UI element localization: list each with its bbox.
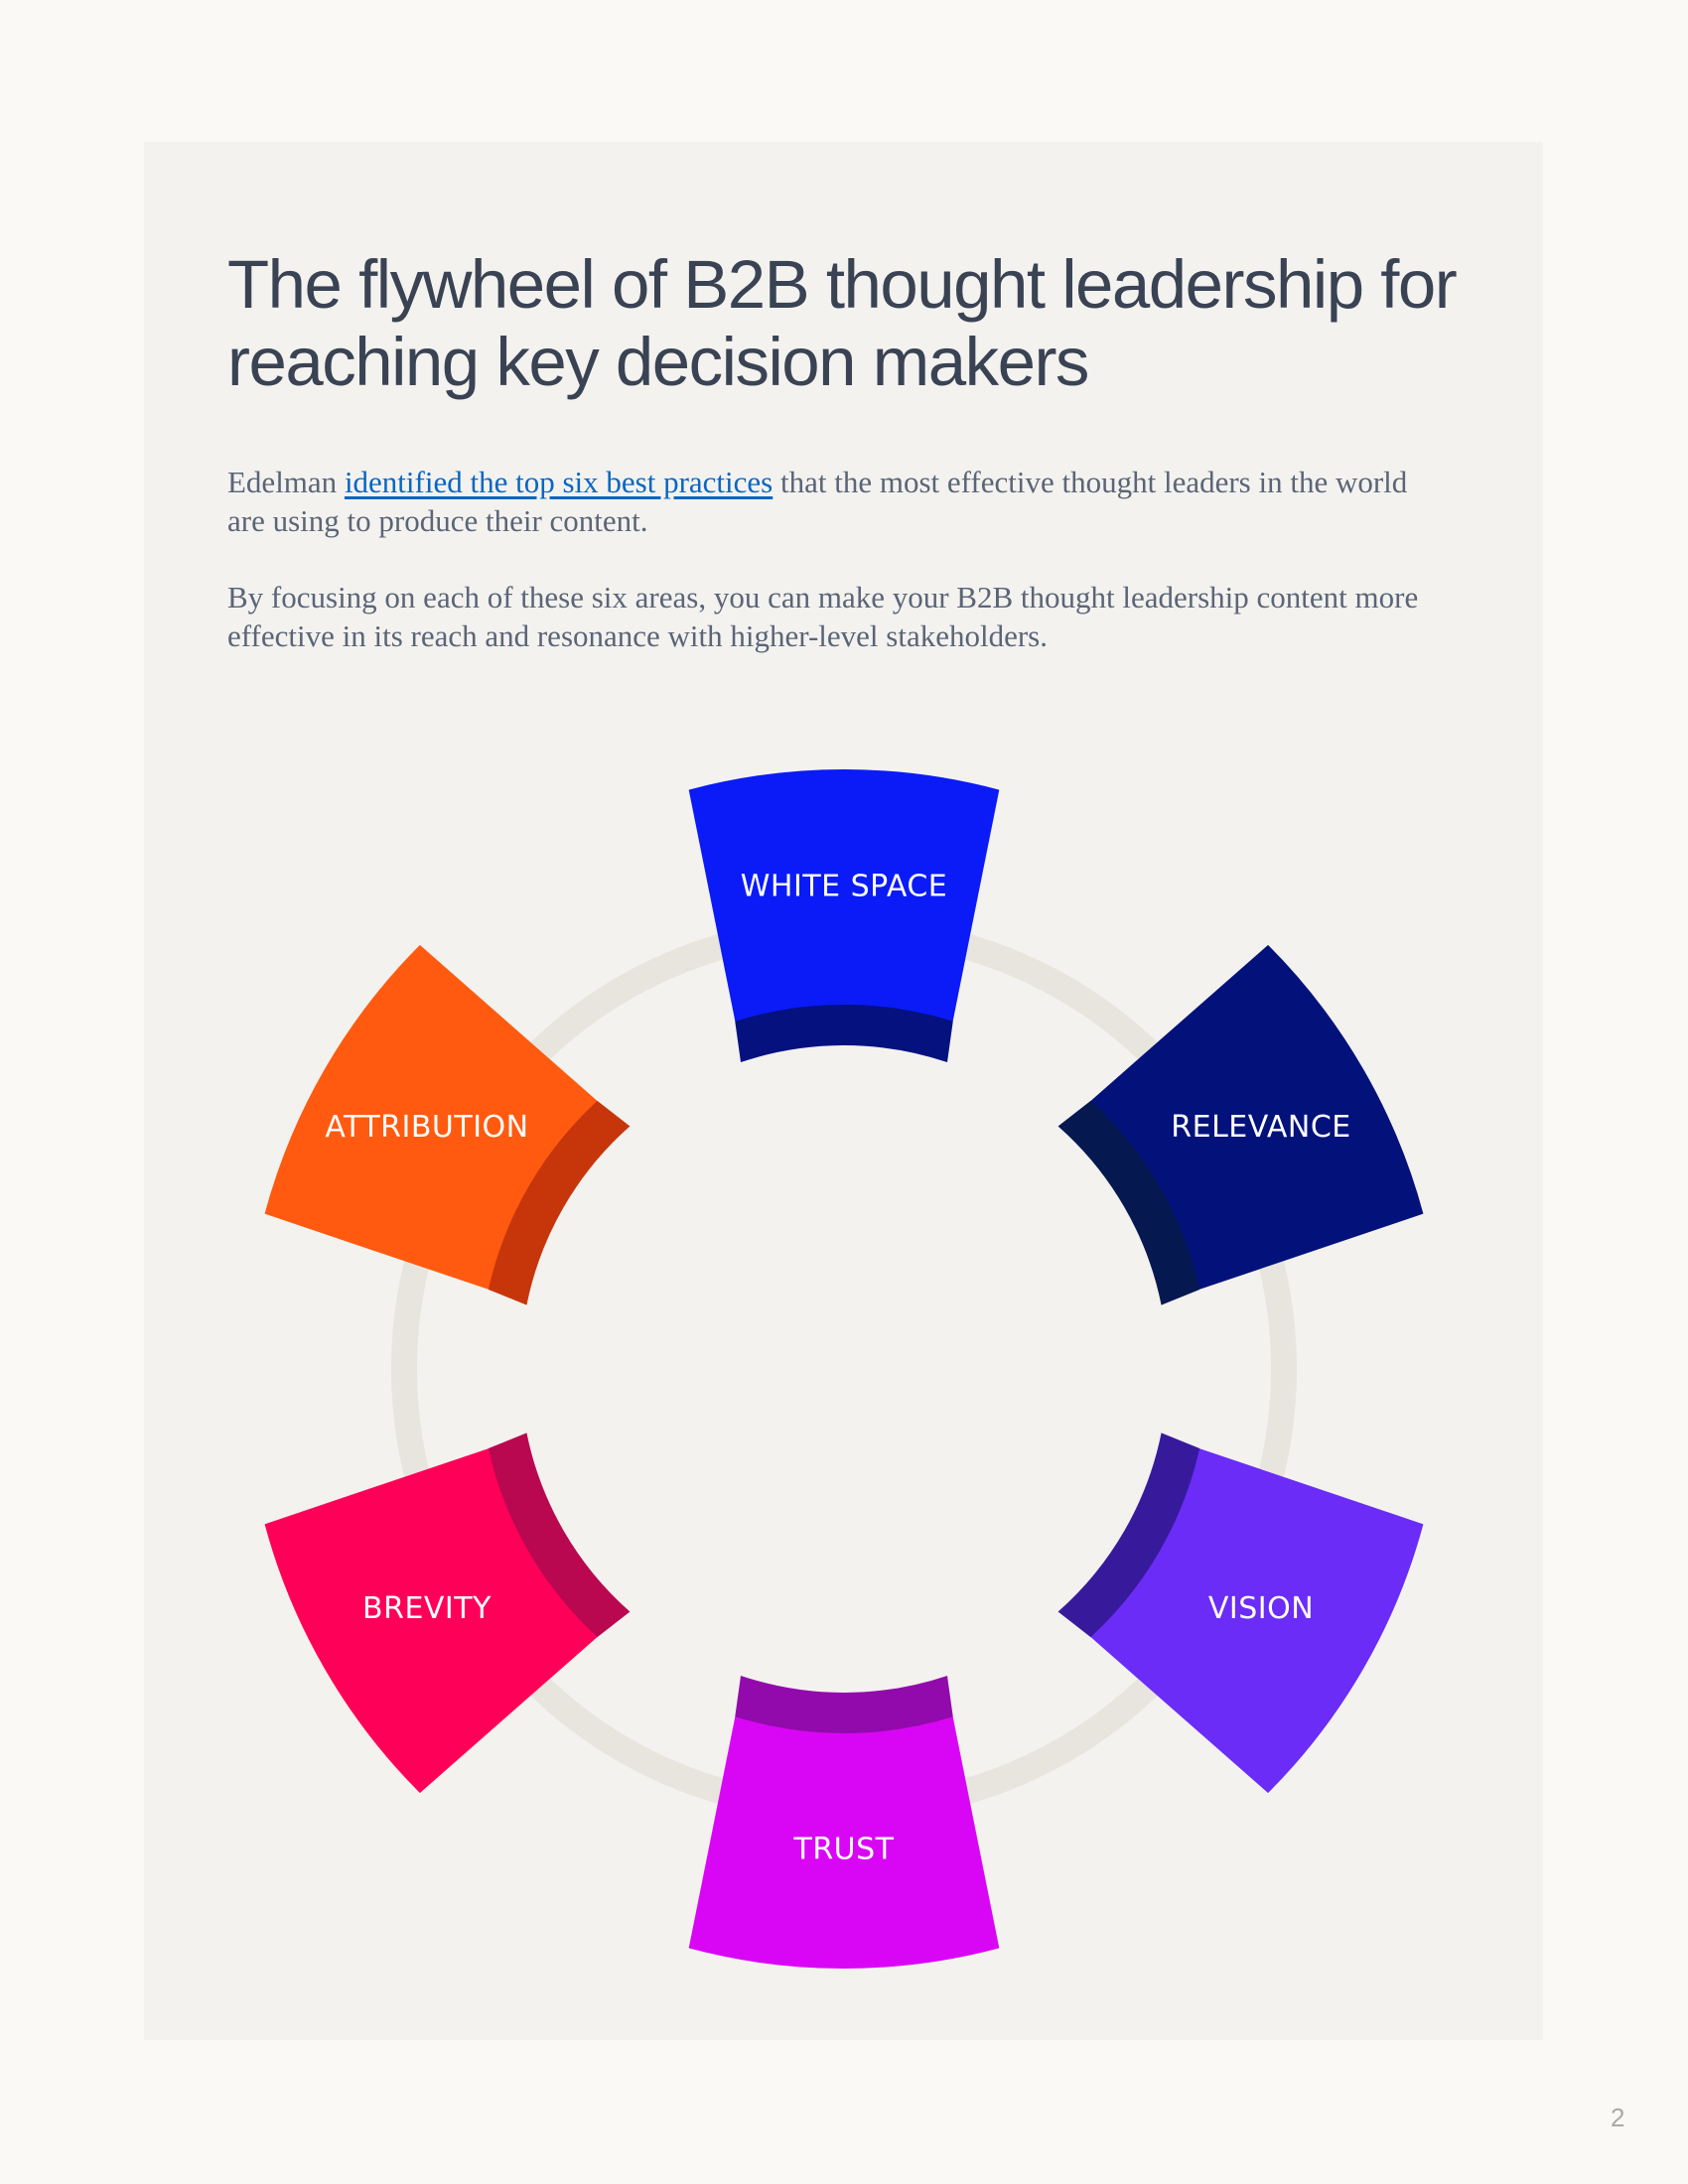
segment-trust-body: [688, 1715, 1000, 1969]
segment-attribution-band: [488, 1100, 631, 1305]
segment-label: WHITE SPACE: [741, 870, 948, 904]
intro-paragraph: Edelman identified the top six best prac…: [227, 463, 1449, 540]
body-paragraph: By focusing on each of these six areas, …: [227, 580, 1419, 653]
segment-white-space-body: [688, 769, 1000, 1023]
segment-label: BREVITY: [362, 1591, 492, 1626]
segment-label: RELEVANCE: [1171, 1110, 1350, 1145]
title-line-1: The flywheel of B2B thought leadership f…: [227, 246, 1458, 323]
page-number: 2: [1611, 2103, 1625, 2132]
segment-vision-body: [1089, 1447, 1424, 1794]
intro-suffix: that the most effective thought leaders …: [227, 465, 1408, 538]
segment-white-space-band: [735, 1005, 953, 1063]
segment-relevance: RELEVANCE: [1057, 944, 1424, 1305]
segment-brevity-body: [264, 1447, 599, 1794]
segment-label: ATTRIBUTION: [325, 1110, 528, 1145]
segment-vision-band: [1057, 1433, 1200, 1638]
title-line-2: reaching key decision makers: [227, 324, 1089, 400]
segment-label: TRUST: [793, 1833, 895, 1867]
intro-prefix: Edelman: [227, 465, 345, 499]
segment-relevance-body: [1089, 944, 1424, 1291]
segment-trust-band: [735, 1675, 953, 1733]
segment-vision: VISION: [1057, 1433, 1424, 1794]
segment-attribution: ATTRIBUTION: [264, 944, 631, 1305]
segment-white-space: WHITE SPACE: [688, 769, 1000, 1063]
page-title: The flywheel of B2B thought leadership f…: [227, 246, 1458, 401]
segment-relevance-band: [1057, 1100, 1200, 1305]
segment-trust: TRUST: [688, 1675, 1000, 1969]
segment-attribution-body: [264, 944, 599, 1291]
segment-label: VISION: [1208, 1591, 1314, 1626]
segment-brevity: BREVITY: [264, 1433, 631, 1794]
segment-brevity-band: [488, 1433, 631, 1638]
best-practices-link[interactable]: identified the top six best practices: [344, 465, 774, 499]
